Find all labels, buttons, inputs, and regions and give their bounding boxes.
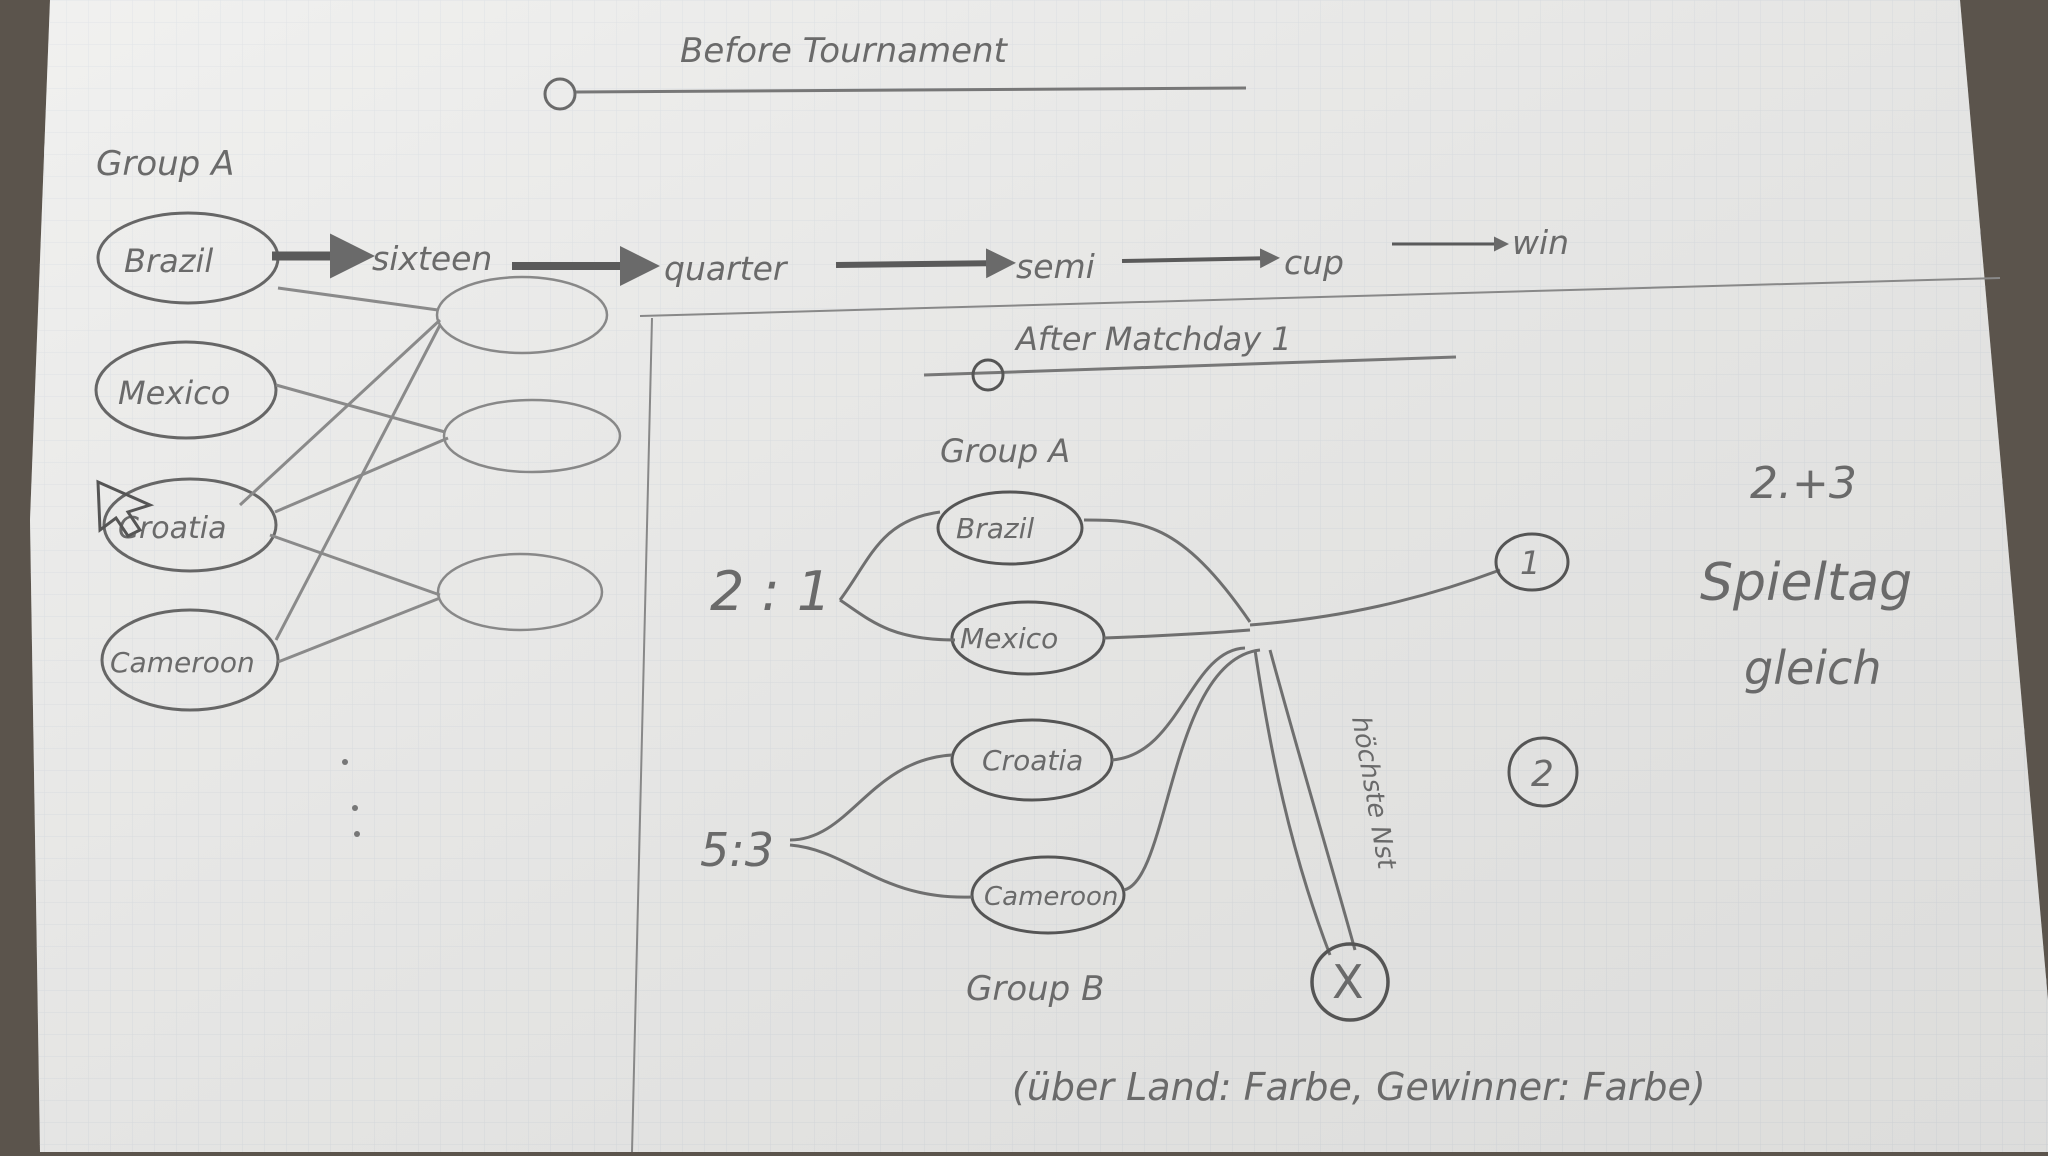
eliminated-x-mark: X	[1332, 955, 1364, 1009]
rank-1-label: 1	[1520, 544, 1540, 582]
stage-label-sixteen: sixteen	[372, 239, 492, 278]
team-label-brazil-after: Brazil	[956, 512, 1034, 545]
score-group-b: 5:3	[700, 823, 774, 877]
team-label-croatia: Croatia	[118, 511, 227, 546]
team-node-cameroon-after	[970, 855, 1126, 935]
matchday-slider-handle	[971, 358, 1005, 392]
team-label-mexico: Mexico	[118, 374, 230, 412]
team-label-mexico-after: Mexico	[960, 622, 1058, 655]
after-matchday-section: After Matchday 1 Group A Brazil Mexico C…	[700, 320, 1912, 1109]
matchday-note: 2.+3	[1750, 458, 1857, 509]
team-node-brazil-after	[936, 490, 1084, 566]
group-b-label: Group B	[966, 969, 1104, 1009]
stage-label-cup: cup	[1284, 243, 1344, 282]
rank-1-node	[1494, 532, 1570, 592]
stage-label-semi: semi	[1016, 247, 1095, 286]
rank-2-label: 2	[1531, 754, 1554, 795]
ellipsis-dot	[352, 805, 358, 811]
score-group-a: 2 : 1	[710, 560, 831, 623]
team-label-cameroon-after: Cameroon	[984, 882, 1118, 912]
pointer-cursor-icon	[96, 479, 155, 538]
eliminated-node	[1310, 942, 1390, 1022]
team-node-cameroon	[100, 608, 280, 712]
ellipsis-dot	[342, 759, 348, 765]
vertical-divider	[631, 317, 653, 1153]
ellipsis-dot	[354, 831, 360, 837]
rank-2-node	[1507, 736, 1579, 808]
before-tournament-section: Before Tournament Group A Brazil Mexico …	[94, 31, 1569, 837]
stage-label-quarter: quarter	[664, 249, 789, 288]
team-node-mexico	[94, 340, 278, 440]
timeline-track	[575, 86, 1247, 94]
stage-label-win: win	[1512, 223, 1569, 262]
team-label-cameroon: Cameroon	[110, 646, 255, 679]
horizontal-divider	[639, 277, 2001, 317]
before-title: Before Tournament	[680, 31, 1009, 71]
timeline-slider-handle	[543, 77, 577, 111]
matchday-track	[923, 355, 1457, 377]
group-a-label-after: Group A	[940, 432, 1070, 470]
gleich-note: gleich	[1744, 641, 1882, 695]
team-label-brazil: Brazil	[124, 242, 213, 280]
stage-arrows	[272, 233, 1509, 286]
team-connections	[238, 286, 449, 664]
after-title: After Matchday 1	[1014, 320, 1292, 358]
spieltag-note: Spieltag	[1700, 553, 1912, 613]
team-label-croatia-after: Croatia	[982, 744, 1083, 777]
group-a-label: Group A	[96, 144, 234, 184]
r16-slot-3	[436, 552, 604, 632]
flow-lines	[789, 510, 1501, 956]
team-node-croatia	[102, 477, 278, 573]
color-legend-note: (über Land: Farbe, Gewinner: Farbe)	[1012, 1065, 1706, 1109]
r16-slot-1	[435, 275, 609, 355]
r16-slot-2	[442, 398, 622, 474]
